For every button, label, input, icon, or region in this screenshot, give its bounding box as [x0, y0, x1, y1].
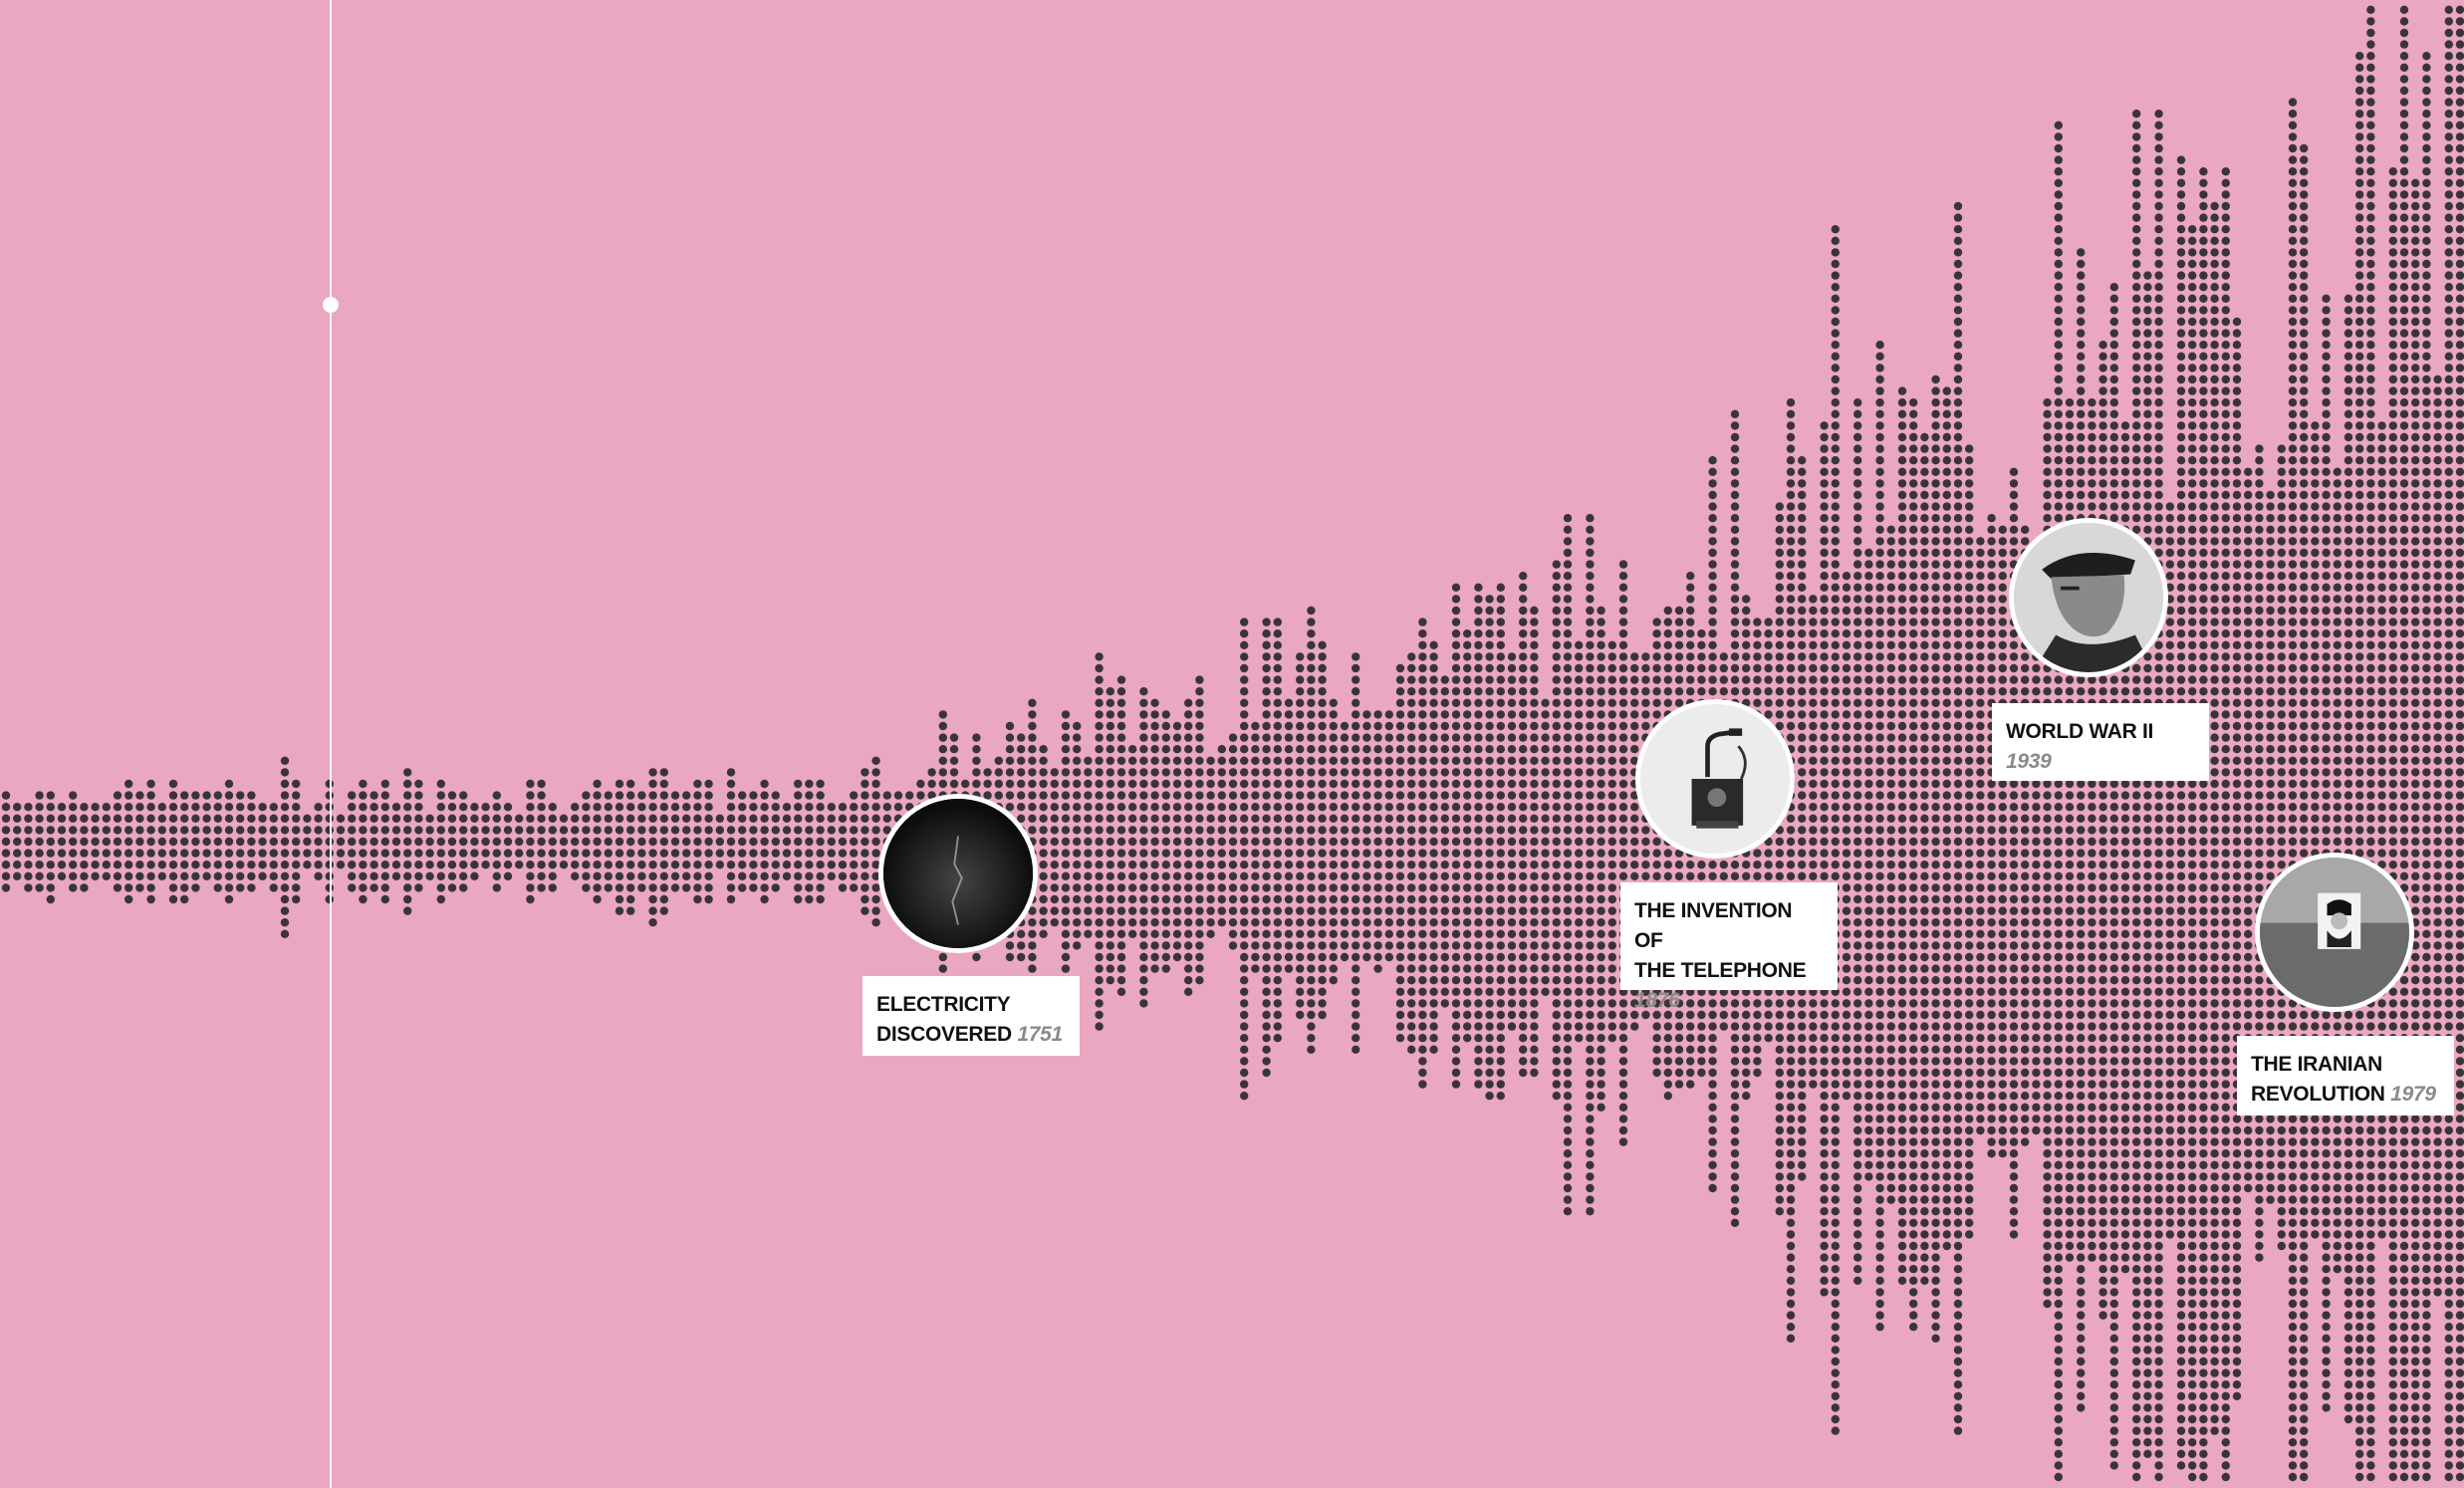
event-title: DISCOVERED	[876, 1023, 1012, 1046]
event-title: ELECTRICITY	[876, 993, 1011, 1016]
soldier-portrait-icon[interactable]	[2009, 518, 2168, 677]
event-title: WORLD WAR II	[2006, 720, 2154, 743]
event-label[interactable]: THE IRANIAN REVOLUTION 1979	[2237, 1036, 2454, 1116]
event-year: 1979	[2390, 1083, 2436, 1106]
telephone-photo-icon[interactable]	[1635, 699, 1795, 859]
event-year: 1876	[1634, 989, 1680, 1012]
crowd-photo-icon[interactable]	[2255, 853, 2414, 1012]
event-year: 1939	[2006, 750, 2052, 773]
playhead-line[interactable]	[330, 0, 332, 1488]
lightning-photo-icon[interactable]	[878, 794, 1038, 953]
playhead-handle[interactable]	[323, 297, 339, 313]
event-label[interactable]: WORLD WAR II 1939	[1992, 703, 2209, 781]
event-year: 1751	[1017, 1023, 1063, 1046]
event-title: REVOLUTION	[2251, 1083, 2385, 1106]
event-title: THE IRANIAN	[2251, 1053, 2383, 1076]
event-label[interactable]: ELECTRICITY DISCOVERED 1751	[862, 976, 1080, 1056]
event-label[interactable]: THE INVENTION OF THE TELEPHONE 1876	[1620, 882, 1838, 1012]
event-title: THE INVENTION OF	[1634, 899, 1793, 952]
event-title: THE TELEPHONE	[1634, 959, 1807, 982]
